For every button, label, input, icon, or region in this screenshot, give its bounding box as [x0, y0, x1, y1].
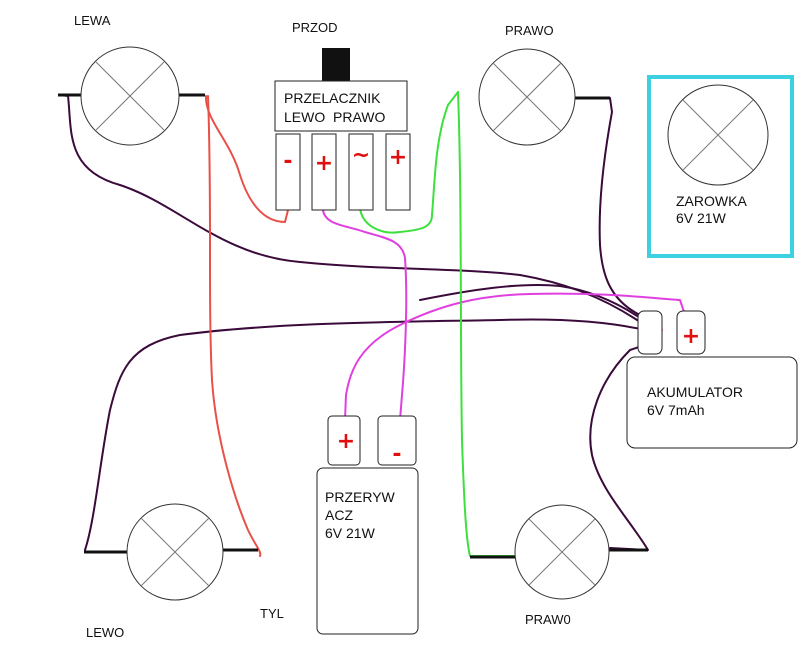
battery-terminal-pos [676, 310, 706, 355]
label-rear: TYL [260, 606, 284, 621]
wire-purple-front-left [59, 94, 651, 329]
wire-magenta-flasher [344, 292, 687, 421]
switch-terminal-3 [348, 133, 374, 211]
lamp-rear-left [84, 503, 258, 601]
switch-terminal-1-sign: - [283, 149, 292, 174]
switch-title: PRZELACZNIK [284, 90, 381, 106]
switch-positions: LEWO PRAWO [284, 109, 385, 125]
label-rear-left: LEWO [86, 625, 124, 640]
wire-purple-rear-right [589, 344, 649, 551]
flasher-terminal-neg [377, 415, 417, 466]
label-front-left: LEWA [74, 13, 111, 28]
switch: PRZELACZNIK LEWO PRAWO - + ~ + [274, 48, 411, 211]
wire-magenta-switch-plus [322, 209, 408, 421]
flasher-terminal-pos [327, 415, 361, 466]
wire-green-switch [359, 91, 459, 234]
flasher-terminal-pos-sign: + [337, 429, 355, 454]
flasher-body [316, 467, 419, 635]
lamp-front-right [478, 48, 610, 146]
bulb-legend-title: ZAROWKA [676, 193, 747, 209]
battery-body [626, 356, 798, 449]
switch-terminal-1 [275, 133, 301, 211]
lamp-front-left [58, 46, 205, 146]
lamp-rear-right [470, 504, 648, 600]
bulb-legend: ZAROWKA 6V 21W [647, 75, 794, 258]
battery-title: AKUMULATOR [647, 384, 743, 400]
switch-terminal-2 [311, 133, 337, 211]
wire-purple-rear-left [84, 318, 646, 551]
flasher-title-1: PRZERYW [325, 489, 396, 505]
switch-lever [322, 48, 350, 81]
label-front: PRZOD [292, 20, 338, 35]
flasher: + - PRZERYW ACZ 6V 21W [316, 415, 419, 635]
switch-terminal-4-sign: + [389, 145, 407, 170]
battery: + AKUMULATOR 6V 7mAh [626, 310, 798, 449]
wire-red-rear-left [207, 95, 262, 557]
flasher-title-2: ACZ [325, 507, 353, 523]
wire-purple-battery-link [419, 283, 651, 326]
label-rear-right: PRAW0 [525, 612, 571, 627]
switch-terminal-3-sign: ~ [352, 143, 370, 168]
wire-purple-front-right [598, 97, 641, 316]
battery-spec: 6V 7mAh [647, 402, 705, 418]
battery-terminal-neg [637, 310, 663, 355]
switch-body [274, 80, 408, 132]
switch-terminal-4 [385, 133, 411, 211]
wires [59, 91, 687, 557]
label-front-right: PRAWO [505, 23, 554, 38]
switch-terminal-2-sign: + [315, 151, 333, 176]
battery-terminal-pos-sign: + [682, 324, 700, 349]
wire-green-rear-right [457, 91, 517, 557]
flasher-spec: 6V 21W [325, 525, 376, 541]
wire-red-front-left [204, 95, 289, 223]
bulb-legend-spec: 6V 21W [676, 210, 727, 226]
flasher-terminal-neg-sign: - [392, 442, 401, 467]
